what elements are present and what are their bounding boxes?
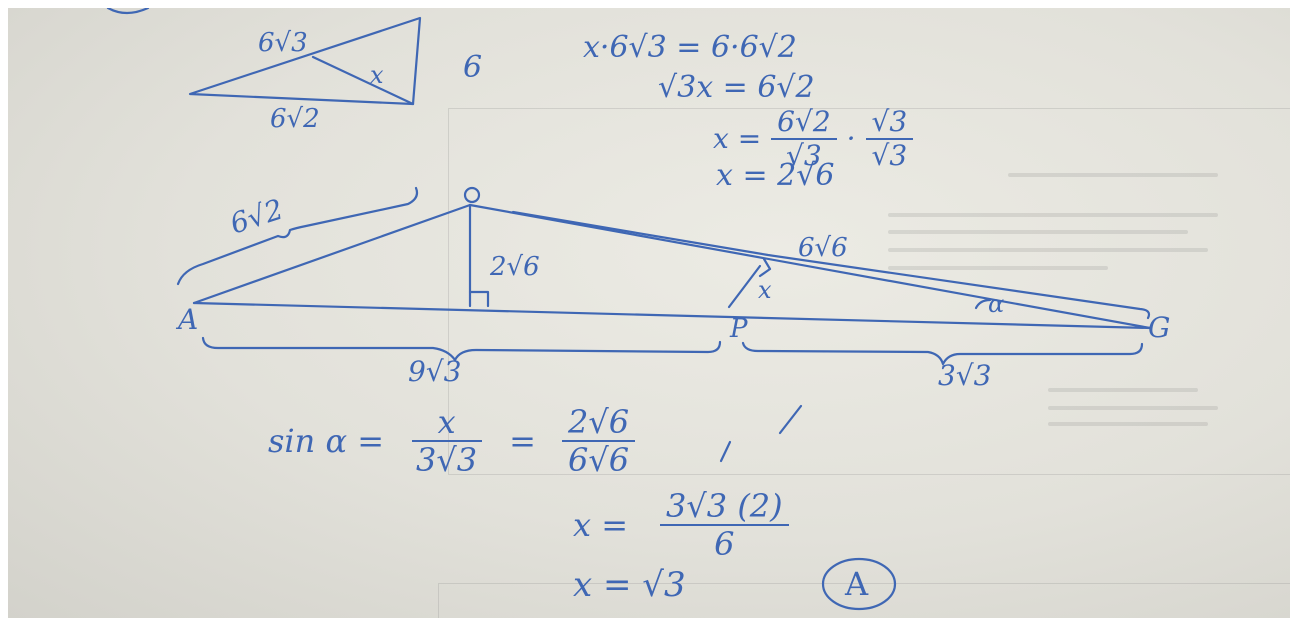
sin-eq: = xyxy=(509,422,536,460)
bleed-through-line xyxy=(888,213,1218,217)
sin-frac1: x 3√3 xyxy=(410,406,483,476)
bleed-through-line xyxy=(1048,406,1218,410)
bleed-through-line xyxy=(1048,422,1208,426)
corner-circle-arc xyxy=(106,8,150,15)
segment-ag xyxy=(192,301,1152,330)
frac-numerator: √3 xyxy=(865,108,914,140)
frac-numerator: 6√2 xyxy=(771,108,837,140)
brace-pg xyxy=(741,341,1144,366)
frac-numerator: 3√3 (2) xyxy=(660,490,789,526)
geometry-drawing xyxy=(106,8,1152,611)
bleed-through-box xyxy=(448,108,1290,475)
small-alt-label: x xyxy=(370,61,384,89)
answer-circle xyxy=(821,557,897,611)
work-line-1: x·6√3 = 6·6√2 xyxy=(583,30,797,65)
x-equation: x = 3√3 (2) 6 xyxy=(573,490,789,560)
final-answer: x = √3 xyxy=(573,565,686,605)
label-seg-ap: 9√3 xyxy=(408,355,462,388)
angle-arc xyxy=(974,298,992,310)
frac-numerator: x xyxy=(411,406,482,442)
work-line-3: x = 6√2 √3 · √3 √3 xyxy=(713,108,914,172)
label-seg-pg: 3√3 xyxy=(938,359,992,392)
frac-denominator: √3 xyxy=(786,139,822,172)
brace-ao xyxy=(176,186,419,286)
frac-denominator: 6 xyxy=(714,525,735,563)
frac-denominator: √3 xyxy=(871,139,908,172)
label-perp-x: x xyxy=(758,276,772,304)
work-line-3-dot: · xyxy=(846,122,856,155)
paper-sheet: 6√3 6√2 6 x x·6√3 = 6·6√2 √3x = 6√2 x = … xyxy=(8,8,1290,618)
vertex-g-label: G xyxy=(1148,311,1171,344)
bleed-through-line xyxy=(888,248,1208,252)
strike-mark xyxy=(778,404,803,435)
small-side-label: 6 xyxy=(463,50,483,85)
small-base-label: 6√2 xyxy=(270,104,320,134)
sin-lhs: sin α = xyxy=(268,422,385,460)
photo-of-handwritten-solution: 6√3 6√2 6 x x·6√3 = 6·6√2 √3x = 6√2 x = … xyxy=(8,8,1290,618)
bleed-through-line xyxy=(888,230,1188,234)
label-side-og: 6√6 xyxy=(798,233,848,263)
segment-og xyxy=(468,203,1152,330)
frac-denominator: 6√6 xyxy=(567,441,630,479)
bleed-through-line xyxy=(1048,388,1198,392)
small-triangle-altitude xyxy=(311,55,415,106)
work-line-4: x = 2√6 xyxy=(716,158,835,193)
strike-mark xyxy=(719,440,732,463)
vertex-p-label: P xyxy=(730,314,748,344)
perpendicular-x xyxy=(727,264,762,309)
right-angle-mark xyxy=(468,290,490,308)
brace-og xyxy=(511,210,1151,320)
vertex-a-label: A xyxy=(178,303,199,336)
sin-frac2: 2√6 6√6 xyxy=(561,406,636,479)
bleed-through-box xyxy=(438,583,1290,618)
work-line-3-frac2: √3 √3 xyxy=(865,108,914,172)
bleed-through-line xyxy=(1008,173,1218,177)
frac-denominator: 3√3 xyxy=(416,441,478,479)
small-triangle xyxy=(188,16,422,106)
small-hyp-label: 6√3 xyxy=(258,28,308,58)
answer-choice: A xyxy=(845,565,869,603)
label-angle-alpha: α xyxy=(988,290,1005,318)
x-lhs: x = xyxy=(573,506,629,544)
brace-ap xyxy=(201,336,722,362)
sin-equation: sin α = x 3√3 = 2√6 6√6 xyxy=(268,406,636,479)
work-line-3-lhs: x = xyxy=(713,122,762,155)
segment-ao xyxy=(192,203,472,305)
work-line-3-frac1: 6√2 √3 xyxy=(771,108,837,172)
x-frac: 3√3 (2) 6 xyxy=(660,490,789,560)
vertex-o-label: O xyxy=(466,185,479,201)
work-line-2: √3x = 6√2 xyxy=(658,70,815,105)
bleed-through-line xyxy=(888,266,1108,270)
right-angle-mark-2 xyxy=(758,257,772,278)
label-height: 2√6 xyxy=(490,252,540,282)
vertex-o-circle xyxy=(463,186,481,204)
frac-numerator: 2√6 xyxy=(561,406,636,442)
